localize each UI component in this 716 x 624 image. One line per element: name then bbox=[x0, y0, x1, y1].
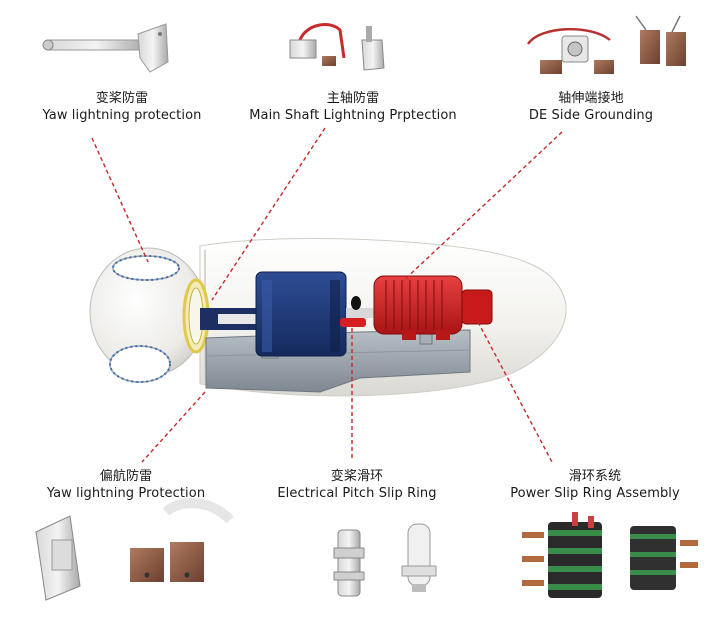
coupling bbox=[340, 296, 382, 327]
generator bbox=[373, 275, 493, 340]
label-de-side-zh: 轴伸端接地 bbox=[558, 91, 624, 106]
label-power-ring-zh: 滑环系统 bbox=[568, 469, 622, 484]
rotor-hub bbox=[89, 247, 210, 383]
leader-lines bbox=[91, 127, 563, 463]
leader-yaw-bottom bbox=[141, 391, 206, 463]
gearbox bbox=[255, 271, 347, 357]
pitch-slip-ring-picture bbox=[333, 523, 437, 597]
label-yaw-top: 变桨防雷 Yaw lightning protection bbox=[34, 90, 210, 124]
label-pitch-ring-zh: 变桨滑环 bbox=[330, 469, 384, 484]
yaw-protector-picture bbox=[35, 498, 234, 601]
label-yaw-top-en: Yaw lightning protection bbox=[42, 108, 202, 123]
label-de-side-en: DE Side Grounding bbox=[528, 108, 654, 123]
label-yaw-bottom-en: Yaw lightning Protection bbox=[46, 486, 206, 501]
power-slip-ring-picture bbox=[522, 512, 698, 598]
main-shaft-protector-picture bbox=[289, 23, 385, 71]
label-power-ring: 滑环系统 Power Slip Ring Assembly bbox=[506, 468, 684, 502]
leader-yaw-top bbox=[91, 137, 149, 263]
leader-de-side bbox=[401, 131, 563, 283]
main-shaft bbox=[200, 308, 260, 330]
de-grounding-picture bbox=[527, 15, 686, 74]
leader-power-ring bbox=[477, 321, 553, 463]
label-pitch-ring: 变桨滑环 Electrical Pitch Slip Ring bbox=[274, 468, 440, 502]
leader-main-shaft bbox=[211, 127, 326, 301]
label-main-shaft-zh: 主轴防雷 bbox=[326, 91, 380, 106]
label-main-shaft-en: Main Shaft Lightning Prptection bbox=[249, 108, 457, 123]
label-power-ring-en: Power Slip Ring Assembly bbox=[510, 486, 680, 501]
label-yaw-bottom: 偏航防雷 Yaw lightning Protection bbox=[36, 468, 216, 502]
label-de-side: 轴伸端接地 DE Side Grounding bbox=[516, 90, 666, 124]
label-yaw-bottom-zh: 偏航防雷 bbox=[99, 469, 153, 484]
label-yaw-top-zh: 变桨防雷 bbox=[95, 91, 149, 106]
yaw-bracket-picture bbox=[42, 23, 169, 73]
label-main-shaft: 主轴防雷 Main Shaft Lightning Prptection bbox=[248, 90, 458, 124]
label-pitch-ring-en: Electrical Pitch Slip Ring bbox=[277, 486, 437, 501]
